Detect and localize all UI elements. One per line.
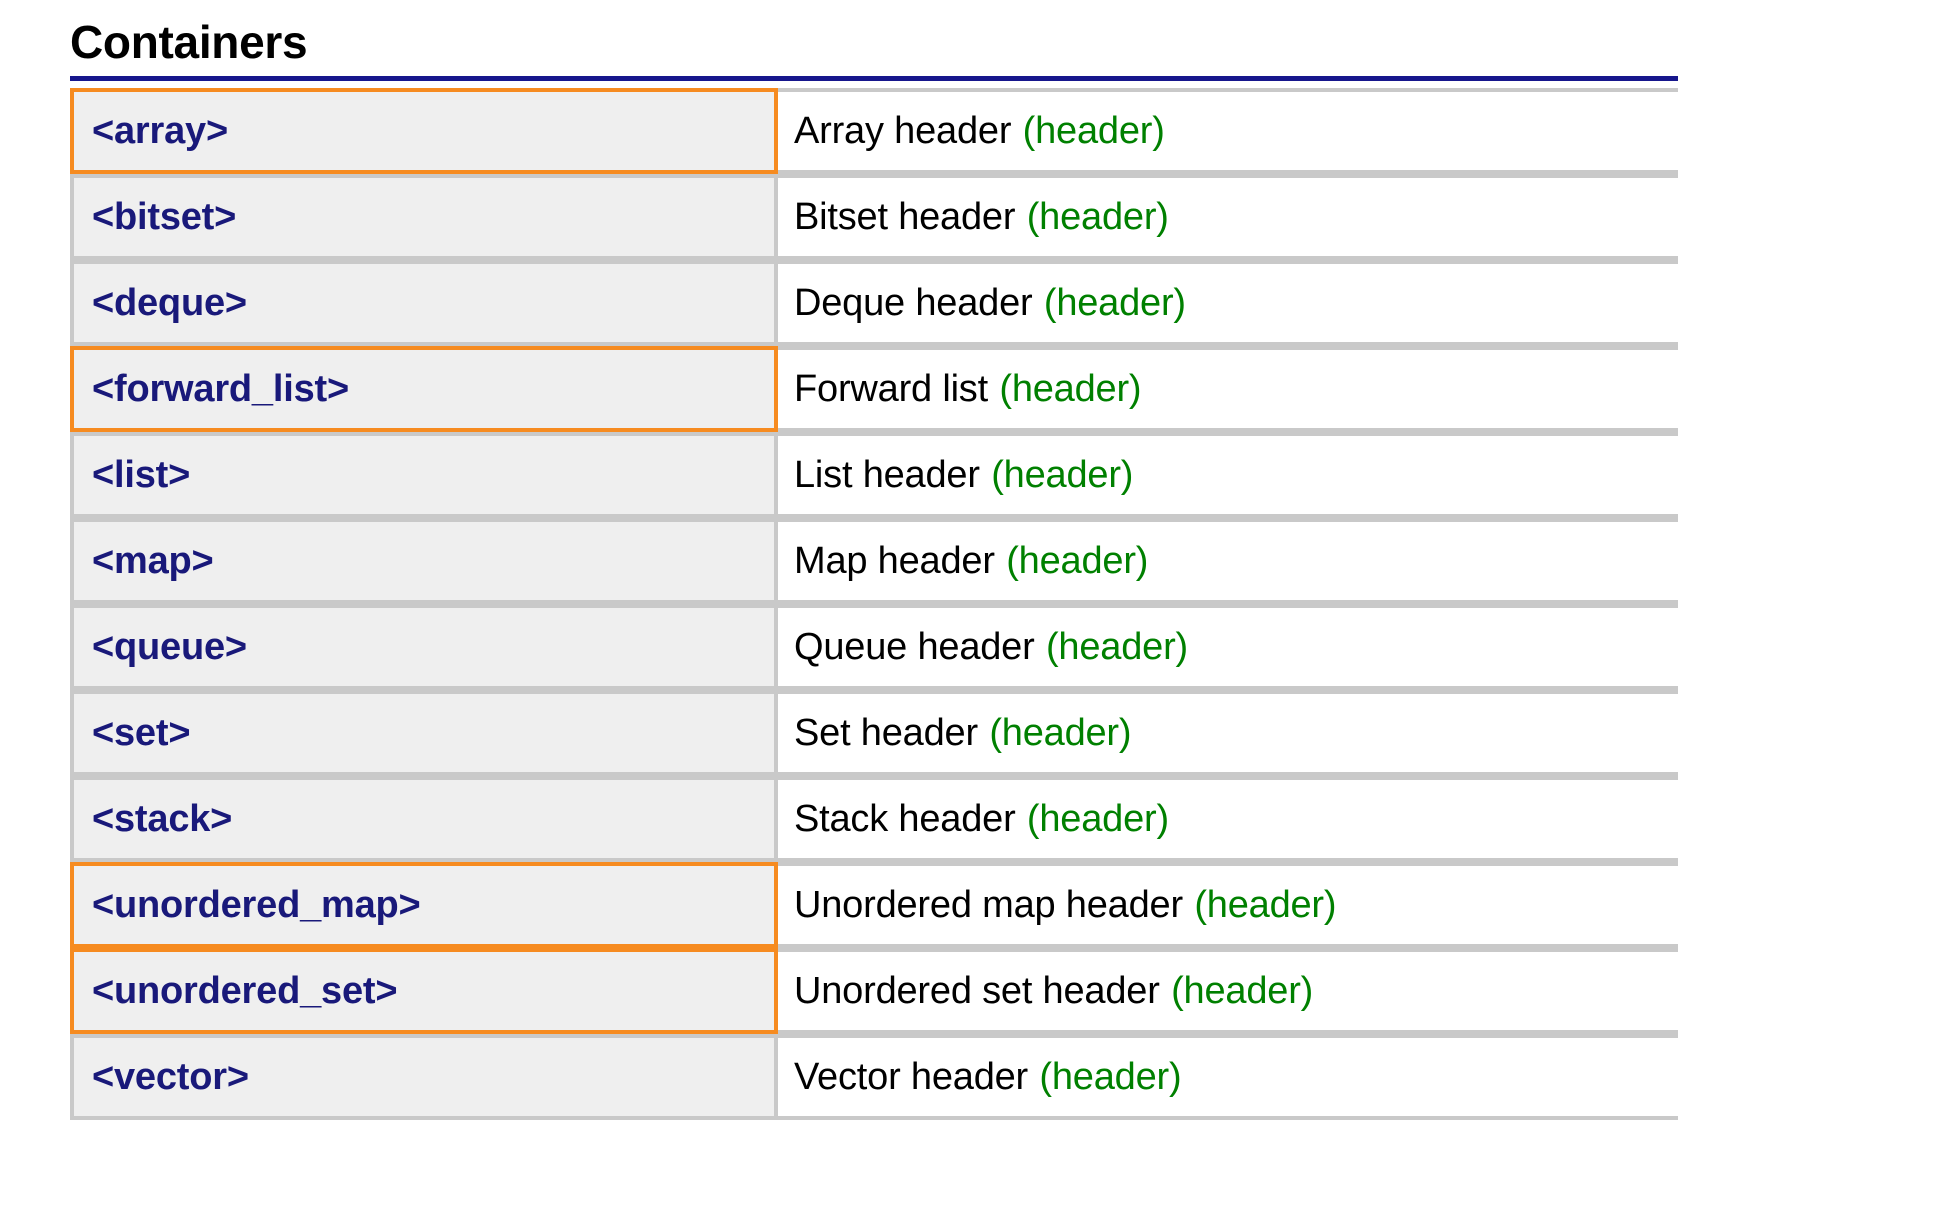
header-description-text: Stack header (794, 798, 1016, 840)
header-link[interactable]: <unordered_map> (92, 884, 421, 926)
header-link[interactable]: <set> (92, 712, 191, 754)
header-kind-note: (header) (1039, 1056, 1182, 1098)
header-description-cell: Unordered set header (header) (778, 952, 1678, 1030)
header-link[interactable]: <vector> (92, 1056, 249, 1098)
table-row: <stack> Stack header(header) (70, 776, 1678, 862)
header-kind-note: (header) (1171, 970, 1314, 1012)
header-description-cell: Unordered map header (header) (778, 866, 1678, 944)
header-kind-note: (header) (1043, 282, 1186, 324)
table-row: <array> Array header(header) (70, 88, 1678, 174)
header-name-cell[interactable]: <list> (70, 432, 778, 518)
header-name-cell[interactable]: <unordered_map> (70, 862, 778, 948)
header-link[interactable]: <bitset> (92, 196, 237, 238)
table-row: <vector> Vector header(header) (70, 1034, 1678, 1120)
header-link[interactable]: <queue> (92, 626, 247, 668)
header-description-text: Map header (794, 540, 995, 582)
header-kind-note: (header) (1006, 540, 1149, 582)
section-divider (70, 76, 1678, 81)
header-description-text: Queue header (794, 626, 1035, 668)
header-description-cell: Queue header(header) (778, 608, 1678, 686)
header-description-text: Array header (794, 110, 1012, 152)
table-row: <forward_list> Forward list (header) (70, 346, 1678, 432)
page-title: Containers (70, 16, 308, 68)
header-link[interactable]: <array> (92, 110, 228, 152)
header-name-cell[interactable]: <forward_list> (70, 346, 778, 432)
header-name-cell[interactable]: <deque> (70, 260, 778, 346)
containers-headers-table: <array>Array header(header)<bitset>Bitse… (70, 88, 1678, 1120)
header-description-cell: Stack header(header) (778, 780, 1678, 858)
header-description-cell: Deque header(header) (778, 264, 1678, 342)
header-description-text: Deque header (794, 282, 1033, 324)
header-name-cell[interactable]: <queue> (70, 604, 778, 690)
header-description-cell: Forward list (header) (778, 350, 1678, 428)
header-kind-note: (header) (1022, 110, 1165, 152)
header-link[interactable]: <list> (92, 454, 191, 496)
header-description-text: Unordered set header (794, 970, 1160, 1012)
header-description-cell: Bitset header(header) (778, 178, 1678, 256)
header-link[interactable]: <unordered_set> (92, 970, 398, 1012)
header-name-cell[interactable]: <set> (70, 690, 778, 776)
header-description-cell: Array header(header) (778, 92, 1678, 170)
header-description-cell: List header (header) (778, 436, 1678, 514)
header-description-cell: Vector header(header) (778, 1038, 1678, 1116)
header-link[interactable]: <forward_list> (92, 368, 349, 410)
table-row: <set> Set header (header) (70, 690, 1678, 776)
header-kind-note: (header) (1045, 626, 1189, 668)
header-name-cell[interactable]: <vector> (70, 1034, 778, 1120)
header-description-text: Set header (794, 712, 978, 754)
table-row: <list> List header (header) (70, 432, 1678, 518)
header-description-text: Forward list (794, 368, 988, 410)
section-header: Containers (70, 14, 1678, 81)
header-description-cell: Set header (header) (778, 694, 1678, 772)
header-kind-note: (header) (989, 712, 1132, 754)
header-description-text: List header (794, 454, 980, 496)
header-kind-note: (header) (999, 368, 1142, 410)
table-row: <unordered_set> Unordered set header (head… (70, 948, 1678, 1034)
table-row: <map> Map header (header) (70, 518, 1678, 604)
header-link[interactable]: <deque> (92, 282, 247, 324)
header-kind-note: (header) (991, 454, 1134, 496)
header-name-cell[interactable]: <map> (70, 518, 778, 604)
table-row: <unordered_map> Unordered map header (head… (70, 862, 1678, 948)
header-kind-note: (header) (1026, 798, 1169, 840)
header-name-cell[interactable]: <unordered_set> (70, 948, 778, 1034)
header-link[interactable]: <stack> (92, 798, 233, 840)
header-kind-note: (header) (1194, 884, 1337, 926)
header-link[interactable]: <map> (92, 540, 214, 582)
header-kind-note: (header) (1026, 196, 1169, 238)
header-name-cell[interactable]: <stack> (70, 776, 778, 862)
header-description-text: Bitset header (794, 196, 1016, 238)
header-name-cell[interactable]: <array> (70, 88, 778, 174)
table-row: <deque> Deque header(header) (70, 260, 1678, 346)
header-name-cell[interactable]: <bitset> (70, 174, 778, 260)
header-description-cell: Map header (header) (778, 522, 1678, 600)
header-description-text: Vector header (794, 1056, 1029, 1098)
table-row: <queue> Queue header(header) (70, 604, 1678, 690)
header-description-text: Unordered map header (794, 884, 1183, 926)
table-row: <bitset> Bitset header(header) (70, 174, 1678, 260)
